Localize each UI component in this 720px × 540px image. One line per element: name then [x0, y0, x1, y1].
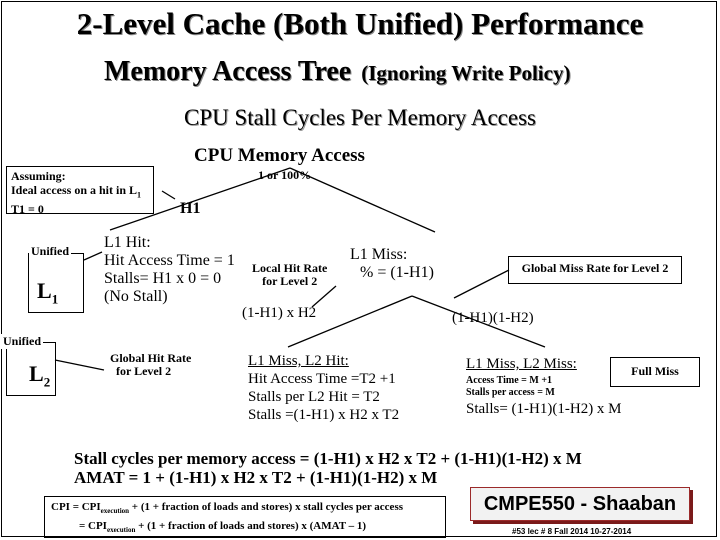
local-hit-rate-line1: Local Hit Rate	[252, 261, 328, 275]
pointer-l1-to-hit	[83, 251, 103, 261]
cpi-formula-box: CPI = CPIexecution + (1 + fraction of lo…	[44, 496, 446, 538]
slide-title-line2: Memory Access Tree (Ignoring Write Policy…	[104, 56, 570, 88]
assume-line3: T1 = 0	[11, 202, 44, 217]
assume-heading: Assuming:	[11, 169, 66, 183]
l2-miss-time: Access Time = M +1	[466, 375, 553, 386]
global-hit-rate-line1: Global Hit Rate	[110, 351, 192, 365]
l1-hit-node: L1 Hit: Hit Access Time = 1 Stalls= H1 x…	[104, 234, 235, 306]
l1-hit-time: Hit Access Time = 1	[104, 252, 235, 269]
edge-label-miss: (1-H1)(1-H2)	[452, 310, 534, 326]
local-hit-rate-line2: for Level 2	[262, 274, 318, 288]
global-hit-rate-line2: for Level 2	[116, 364, 172, 378]
slide-footer: #53 lec # 8 Fall 2014 10-27-2014	[512, 527, 632, 536]
full-miss-note: Full Miss	[610, 357, 700, 387]
l2-miss-stalls: Stalls= (1-H1)(1-H2) x M	[466, 401, 622, 417]
l1-hit-nostall: (No Stall)	[104, 288, 168, 305]
assumption-box: Assuming: Ideal access on a hit in L1 T1…	[6, 166, 154, 217]
amat-equation: AMAT = 1 + (1-H1) x H2 x T2 + (1-H1)(1-H…	[74, 468, 438, 487]
cpi-line1-sub: execution	[100, 507, 130, 516]
l1-miss-title: L1 Miss:	[350, 246, 408, 263]
cpi-line1-a: CPI = CPI	[51, 501, 101, 513]
l2-name: L2	[29, 361, 50, 390]
cpi-line2-a: = CPI	[79, 520, 107, 533]
assume-text: Ideal access on a hit in L	[11, 183, 138, 197]
l2-hit-time: Hit Access Time =T2 +1	[248, 371, 396, 387]
title-sub: (Ignoring Write Policy)	[361, 61, 571, 85]
l1-unified-label: Unified	[29, 244, 72, 259]
root-probability: 1 or 100%	[258, 168, 312, 182]
l1-name: L1	[37, 278, 58, 307]
cpi-line1: CPI = CPIexecution + (1 + fraction of lo…	[51, 500, 439, 519]
edge-l1miss-l2miss	[411, 295, 546, 348]
l2-unified-label: Unified	[1, 334, 44, 349]
cpi-line2: = CPIexecution + (1 + fraction of loads …	[51, 519, 439, 538]
pointer-assume-h1	[161, 190, 176, 200]
summary-equations: Stall cycles per memory access = (1-H1) …	[74, 449, 582, 487]
l2-hit-node: L1 Miss, L2 Hit: Hit Access Time =T2 +1 …	[248, 352, 399, 424]
h1-label: H1	[180, 200, 201, 217]
l2-miss-title: L1 Miss, L2 Miss:	[466, 356, 577, 372]
course-brand: CMPE550 - Shaaban	[470, 487, 690, 521]
pointer-l2-to-global-hit	[54, 359, 105, 371]
l1-miss-percent: % = (1-H1)	[360, 264, 434, 281]
l1-letter: L	[37, 278, 52, 303]
title-main: Memory Access Tree	[104, 56, 352, 87]
cpi-line2-b: + (1 + fraction of loads and stores) x (…	[135, 520, 367, 533]
cpi-line2-sub: execution	[106, 526, 136, 535]
global-hit-rate-note: Global Hit Rate for Level 2	[110, 352, 191, 378]
global-miss-rate-note: Global Miss Rate for Level 2	[508, 256, 682, 284]
l1-hit-stalls: Stalls= H1 x 0 = 0	[104, 270, 222, 287]
pointer-global-miss	[453, 269, 510, 299]
tree-root: CPU Memory Access	[194, 145, 365, 166]
l1-hit-title: L1 Hit:	[104, 234, 151, 251]
stall-cycles-equation: Stall cycles per memory access = (1-H1) …	[74, 449, 582, 468]
assume-line2: Ideal access on a hit in L1	[11, 183, 149, 202]
edge-root-l1hit	[109, 167, 291, 231]
l2-letter: L	[29, 361, 44, 386]
edge-l1miss-l2hit	[287, 295, 413, 348]
pointer-local-hit	[311, 285, 337, 308]
l2-cache-box: Unified L2	[1, 334, 56, 396]
l2-hit-stalls: Stalls =(1-H1) x H2 x T2	[248, 407, 400, 423]
l1-sub: 1	[51, 291, 59, 307]
edge-label-h2: (1-H1) x H2	[242, 305, 317, 321]
l2-sub: 2	[43, 374, 51, 390]
l2-miss-stalls-per: Stalls per access = M	[466, 387, 555, 398]
subtitle: CPU Stall Cycles Per Memory Access	[184, 105, 536, 130]
local-hit-rate-note: Local Hit Rate for Level 2	[252, 262, 327, 288]
assume-sub: 1	[137, 190, 142, 200]
edge-root-l1miss	[289, 167, 436, 233]
l1-cache-box: Unified L1	[28, 244, 84, 313]
l2-hit-title: L1 Miss, L2 Hit:	[248, 353, 349, 369]
l2-miss-node: L1 Miss, L2 Miss: Access Time = M +1 Sta…	[466, 356, 622, 418]
l1-miss-node: L1 Miss: % = (1-H1)	[350, 246, 434, 282]
slide-title: 2-Level Cache (Both Unified) Performance	[76, 6, 644, 41]
cpi-line1-b: + (1 + fraction of loads and stores) x s…	[129, 501, 403, 513]
l2-hit-stalls-per: Stalls per L2 Hit = T2	[248, 389, 380, 405]
